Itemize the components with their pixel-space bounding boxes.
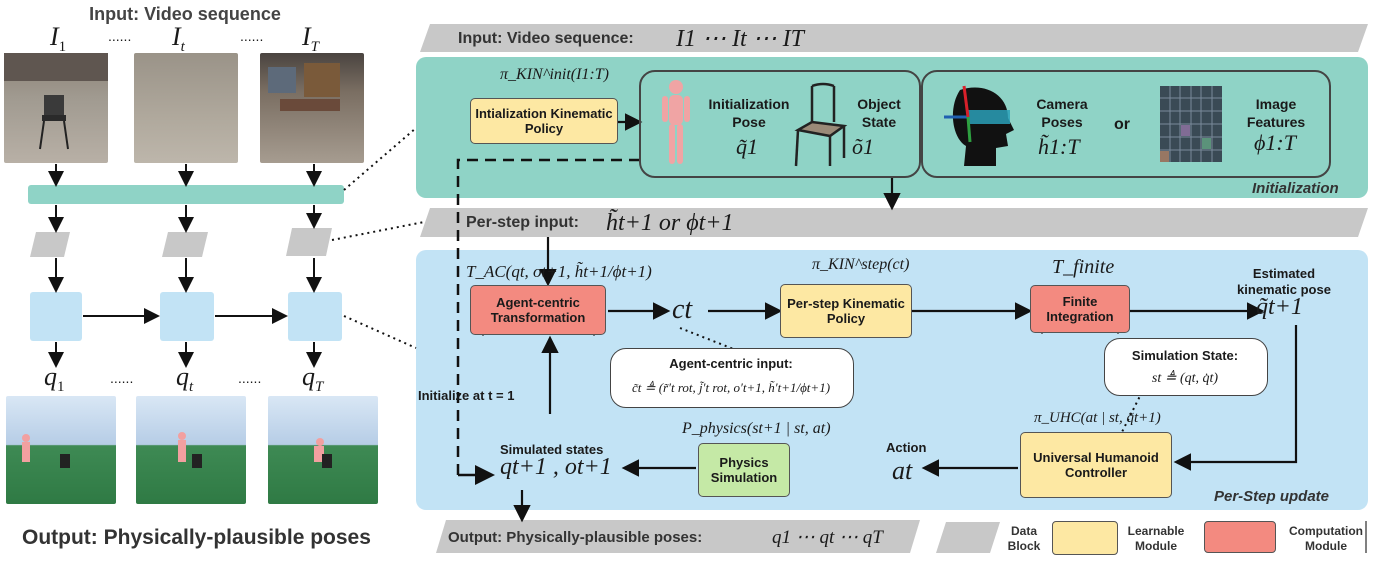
- camera-poses-label: Camera Poses: [1036, 96, 1088, 130]
- per-step-banner-text: Per-step input:: [466, 214, 579, 231]
- left-init-bar: [28, 185, 344, 204]
- image-features-label: Image Features: [1246, 96, 1306, 130]
- per-step-policy-symbol: π_KIN^step(ct): [812, 256, 910, 273]
- or-text: or: [1114, 116, 1130, 133]
- simulation-state-label: Simulation State:: [1131, 348, 1239, 363]
- camera-poses-symbol: h̃1:T: [1038, 134, 1080, 159]
- video-frame-t: [134, 53, 238, 163]
- output-dots-1: ......: [110, 370, 134, 386]
- per-step-banner-math: h̃t+1 or ϕt+1: [606, 210, 734, 236]
- legend-computation-swatch: [1204, 521, 1276, 553]
- agent-centric-input-symbol: c̃t ≜ (r̃′t rot, j̃′t rot, o′t+1, h̃′t+1…: [631, 380, 831, 395]
- agent-centric-symbol: T_AC(qt, ot+1, h̃t+1/ϕt+1): [466, 262, 652, 281]
- frame-label-T: IT: [302, 22, 320, 56]
- finite-symbol: T_finite: [1052, 256, 1115, 278]
- agent-centric-input-box: [610, 348, 854, 408]
- object-state-label: Object State: [857, 96, 901, 130]
- output-banner-shape: [436, 520, 920, 553]
- legend-learnable-swatch: [1052, 521, 1118, 555]
- action-symbol: at: [892, 456, 913, 485]
- physics-simulation-box: Physics Simulation: [698, 443, 790, 497]
- init-pose-label: Initialization Pose: [708, 96, 790, 130]
- frame-label-t: It: [172, 22, 185, 56]
- init-policy-symbol: π_KIN^init(I1:T): [500, 66, 609, 83]
- finite-integration-box: Finite Integration: [1030, 285, 1130, 333]
- video-frame-T: [260, 53, 364, 163]
- legend-learnable-label: Learnable Module: [1127, 524, 1185, 553]
- initialize-at-t1-label: Initialize at t = 1: [418, 388, 515, 403]
- init-pose-object-group: [639, 70, 921, 178]
- chair-figure: [790, 82, 850, 168]
- per-step-kinematic-policy-box: Per-step Kinematic Policy: [780, 284, 912, 338]
- left-header: Input: Video sequence: [89, 4, 281, 24]
- humanoid-figure: [656, 78, 696, 168]
- output-label-T: qT: [302, 362, 324, 396]
- per-step-banner-shape: [420, 208, 1368, 237]
- head-camera-icon: [938, 80, 1018, 170]
- image-features-symbol: ϕ1:T: [1254, 130, 1296, 155]
- output-dots-2: ......: [238, 370, 262, 386]
- universal-humanoid-controller-box: Universal Humanoid Controller: [1020, 432, 1172, 498]
- input-banner-math: I1 ⋯ It ⋯ IT: [676, 26, 804, 52]
- init-kinematic-policy-box: Intialization Kinematic Policy: [470, 98, 618, 144]
- camera-features-group: [921, 70, 1331, 178]
- legend-data-block-label: Data Block: [1007, 524, 1041, 553]
- left-step-box-1: [30, 292, 82, 341]
- frame-dots-1: ......: [108, 28, 132, 44]
- input-banner-shape: [420, 24, 1368, 52]
- action-label: Action: [886, 440, 927, 455]
- initialization-title: Initialization: [1252, 180, 1339, 197]
- per-step-title: Per-Step update: [1214, 488, 1330, 505]
- left-data-block-2: [162, 232, 208, 257]
- output-banner-text: Output: Physically-plausible poses:: [448, 529, 703, 546]
- init-pose-symbol: q̃1: [736, 134, 758, 159]
- image-features-grid: [1160, 86, 1222, 162]
- sim-render-1: [6, 396, 116, 504]
- agent-centric-input-label: Agent-centric input:: [669, 356, 793, 371]
- left-data-block-1: [30, 232, 70, 257]
- output-banner-math: q1 ⋯ qt ⋯ qT: [772, 527, 883, 548]
- frame-dots-2: ......: [240, 28, 264, 44]
- left-step-box-2: [160, 292, 214, 341]
- simulated-states-symbol: qt+1 , ot+1: [500, 454, 612, 480]
- sim-render-t: [136, 396, 246, 504]
- agent-centric-transformation-box: Agent-centric Transformation: [470, 285, 606, 335]
- ct-symbol: ct: [672, 294, 693, 325]
- simulation-state-symbol: st ≜ (qt, q̇t): [1151, 371, 1219, 386]
- estimated-pose-symbol: q̃t+1: [1256, 294, 1303, 320]
- frame-label-1: I1: [50, 22, 67, 56]
- physics-symbol: P_physics(st+1 | st, at): [682, 420, 831, 437]
- sim-render-T: [268, 396, 378, 504]
- output-label-1: q1: [44, 362, 65, 396]
- input-banner-text: Input: Video sequence:: [458, 30, 634, 47]
- legend-data-block-shape: [936, 522, 1000, 553]
- left-step-box-3: [288, 292, 342, 341]
- estimated-pose-label: Estimated kinematic pose: [1237, 266, 1331, 297]
- simulated-states-label: Simulated states: [500, 442, 604, 457]
- legend-computation-label: Computation Module: [1289, 524, 1363, 553]
- object-state-symbol: õ1: [852, 134, 874, 159]
- left-data-block-3: [286, 228, 332, 256]
- left-footer: Output: Physically-plausible poses: [22, 526, 371, 549]
- video-frame-1: [4, 53, 108, 163]
- output-label-t: qt: [176, 362, 194, 396]
- uhc-symbol: π_UHC(at | st, q̃t+1): [1034, 410, 1161, 426]
- simulation-state-box: [1104, 338, 1268, 396]
